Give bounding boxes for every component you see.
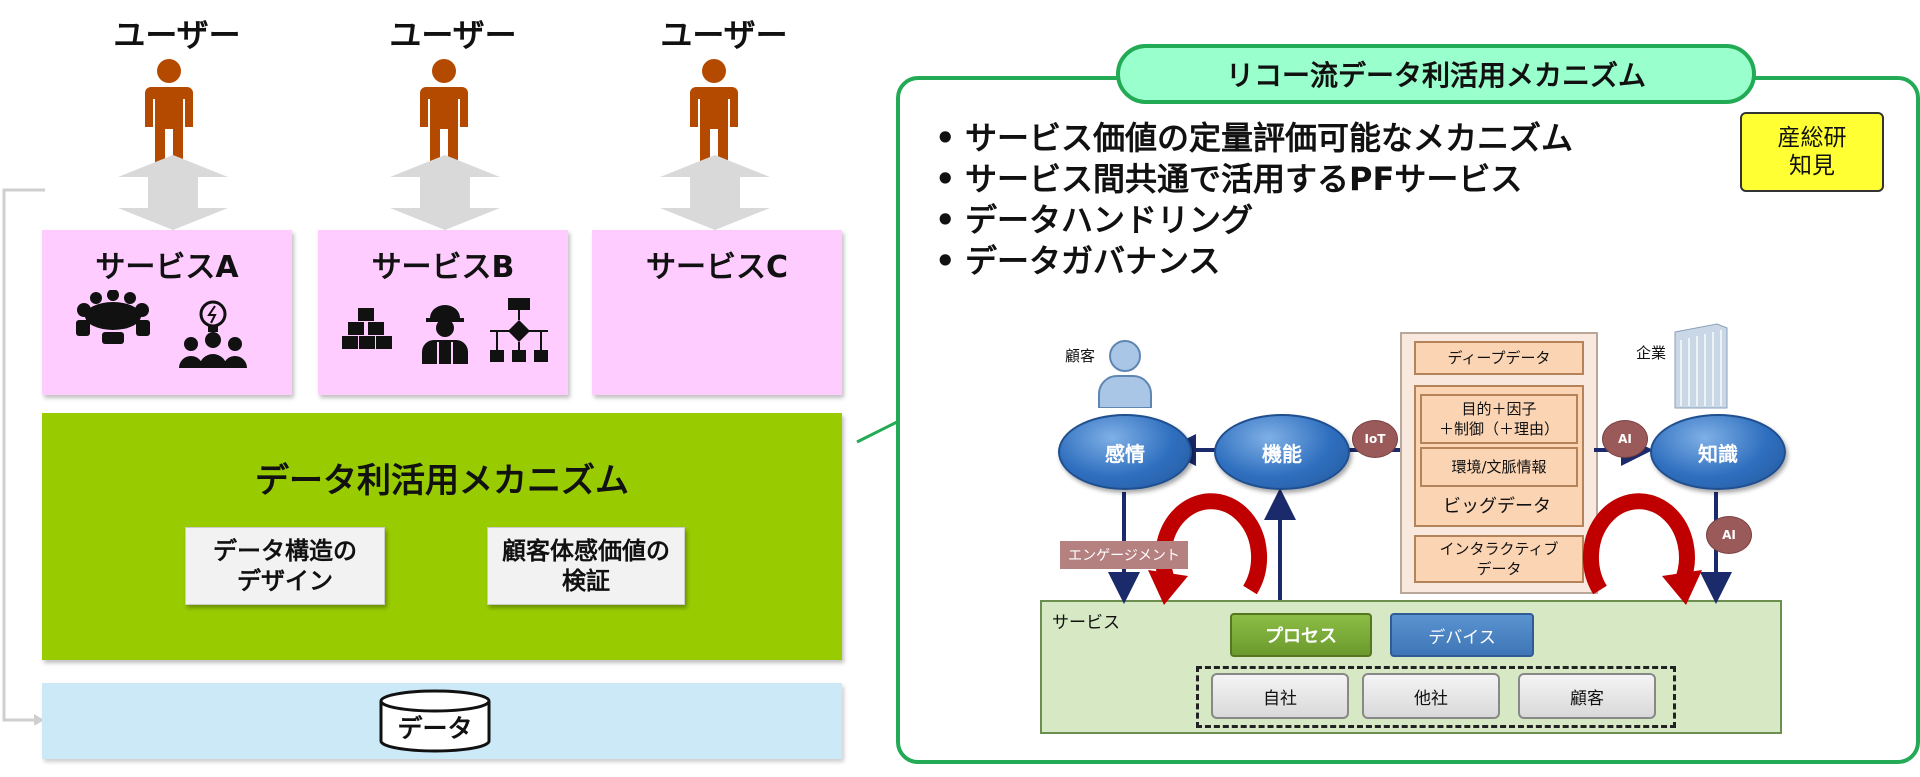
box-line: 検証 (562, 567, 610, 595)
stakeholders-group (1196, 666, 1676, 728)
customer-icon (1098, 340, 1152, 408)
office-building-icon (1674, 323, 1728, 409)
data-mechanism-box: データ利活用メカニズム データ構造の デザイン 顧客体感価値の 検証 (42, 413, 842, 660)
big-data-label: ビッグデータ (1443, 496, 1551, 517)
data-structure-design-box: データ構造の デザイン (185, 527, 385, 605)
data-label: データ (397, 714, 473, 743)
mechanism-title: データ利活用メカニズム (255, 461, 629, 501)
person-icon (145, 59, 193, 167)
user-label: ユーザー (113, 16, 241, 54)
service-title: サービスB (371, 250, 515, 285)
bullet-item: サービス価値の定量評価可能なメカニズム (935, 118, 1573, 159)
flowchart-icon (490, 298, 548, 362)
scroll-line: 産総研 (1777, 125, 1847, 151)
stacked-boxes-icon (342, 308, 392, 349)
knowledge-node: 知識 (1650, 414, 1786, 490)
other-company-box: 他社 (1362, 673, 1500, 719)
person-icon (420, 59, 468, 167)
ricoh-mechanism-title: リコー流データ利活用メカニズム (1116, 44, 1756, 104)
box-line: インタラクティブ (1439, 540, 1559, 558)
emotion-node: 感情 (1058, 414, 1192, 490)
box-line: デザイン (237, 567, 333, 595)
database-cylinder-icon (379, 689, 491, 753)
double-arrow-icon (390, 155, 500, 230)
data-layer-band: データ (42, 683, 842, 759)
box-line: データ (1476, 560, 1522, 578)
interactive-data-box: インタラクティブ データ (1414, 535, 1584, 583)
context-info-box: 環境/文脈情報 (1420, 447, 1578, 487)
function-node: 機能 (1214, 414, 1350, 490)
purpose-factor-box: 目的＋因子 ＋制御（＋理由） (1420, 394, 1578, 444)
double-arrow-icon (118, 155, 228, 230)
aist-knowledge-scroll: 産総研 知見 (1740, 112, 1884, 192)
user-label: ユーザー (389, 16, 517, 54)
bullet-item: データガバナンス (935, 241, 1573, 282)
ai-badge: AI (1602, 420, 1648, 458)
company-label: 企業 (1636, 344, 1667, 362)
customer-label: 顧客 (1065, 347, 1096, 365)
meeting-table-icon (76, 290, 150, 344)
customer-value-verification-box: 顧客体感価値の 検証 (487, 527, 685, 605)
user-label: ユーザー (660, 16, 788, 54)
bullet-item: データハンドリング (935, 200, 1573, 241)
box-line: ＋制御（＋理由） (1438, 420, 1559, 438)
feedback-connector (2, 188, 45, 725)
service-title: サービスC (645, 250, 789, 285)
bullet-list: サービス価値の定量評価可能なメカニズム サービス間共通で活用するPFサービス デ… (935, 118, 1573, 282)
worker-icon (422, 305, 468, 364)
person-icon (690, 59, 738, 167)
service-area-label: サービス (1052, 613, 1120, 633)
scroll-line: 知見 (1789, 153, 1835, 179)
deep-data-box: ディープデータ (1414, 341, 1584, 375)
engagement-label: エンゲージメント (1060, 541, 1188, 569)
service-b-box: サービスB (318, 230, 568, 395)
callout-connector (856, 420, 898, 444)
ai-badge: AI (1706, 516, 1752, 554)
bullet-item: サービス間共通で活用するPFサービス (935, 159, 1573, 200)
own-company-box: 自社 (1211, 673, 1349, 719)
box-line: データ構造の (213, 537, 357, 565)
double-arrow-icon (660, 155, 770, 230)
customer-box: 顧客 (1518, 673, 1656, 719)
service-title: サービスA (95, 250, 239, 285)
idea-team-icon (179, 300, 247, 368)
service-c-box: サービスC (592, 230, 842, 395)
device-box: デバイス (1390, 613, 1534, 657)
process-box: プロセス (1230, 613, 1372, 657)
service-a-box: サービスA (42, 230, 292, 395)
box-line: 目的＋因子 (1461, 400, 1537, 418)
iot-badge: IoT (1352, 420, 1398, 458)
box-line: 顧客体感価値の (502, 537, 670, 565)
